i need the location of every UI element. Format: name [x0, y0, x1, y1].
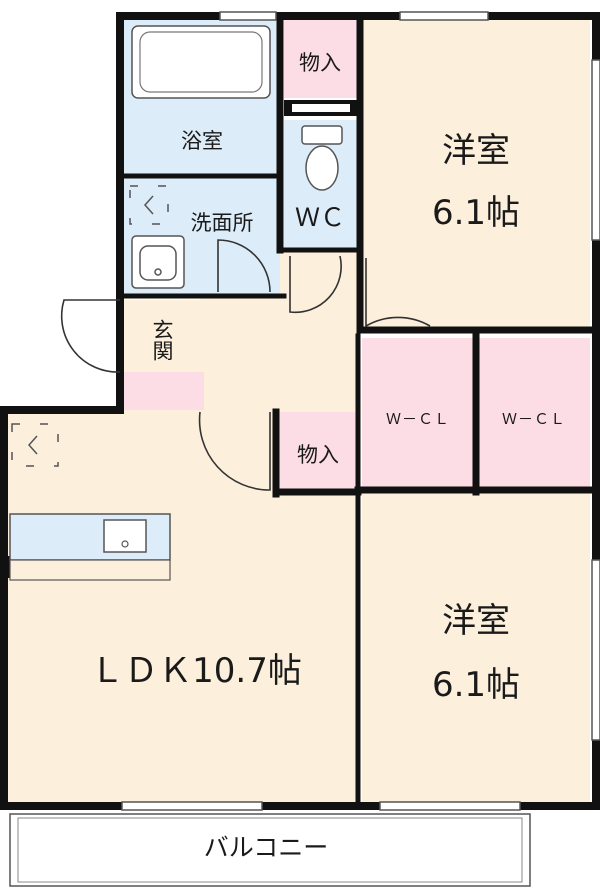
storage-top-label: 物入 [299, 51, 341, 75]
western-room-1-floor [362, 18, 590, 332]
toilet-fixture [301, 125, 343, 191]
washbasin [131, 235, 185, 289]
western-room-1-name: 洋室 [442, 131, 510, 171]
balcony-label: バルコニー [204, 833, 329, 862]
entrance-step [124, 372, 204, 410]
door-swings [60, 239, 431, 491]
balcony-inner [17, 817, 523, 883]
western-room-1-size: 6.1帖 [432, 193, 520, 233]
windows [121, 11, 600, 811]
storage-top-floor [284, 18, 358, 98]
bathtub-inner [139, 31, 263, 93]
toilet-label: ＷＣ [295, 203, 345, 232]
closet-2-floor [478, 338, 590, 488]
washroom-label: 洗面所 [191, 211, 254, 235]
storage-mid-floor [278, 412, 358, 492]
closet-1-label: Ｗ－ＣＬ [386, 410, 450, 428]
entrance-label: 玄関 [150, 319, 174, 361]
balcony-outline [9, 813, 531, 887]
bathtub [131, 25, 271, 99]
western-room-2-size: 6.1帖 [432, 665, 520, 705]
fridge-mark [11, 423, 59, 467]
storage-top-shelf-inner [292, 104, 350, 112]
bathroom-label: 浴室 [181, 129, 223, 153]
western-room-2-name: 洋室 [442, 601, 510, 641]
closet-2-label: Ｗ－ＣＬ [502, 410, 566, 428]
closet-1-floor [362, 338, 474, 488]
western-room-2-floor [362, 490, 590, 802]
kitchen-counter-top [9, 559, 171, 581]
sink-drain [121, 540, 129, 548]
ldk-label: ＬＤＫ10.7帖 [90, 651, 302, 691]
washing-machine-mark [129, 185, 169, 225]
storage-mid-label: 物入 [297, 443, 339, 467]
